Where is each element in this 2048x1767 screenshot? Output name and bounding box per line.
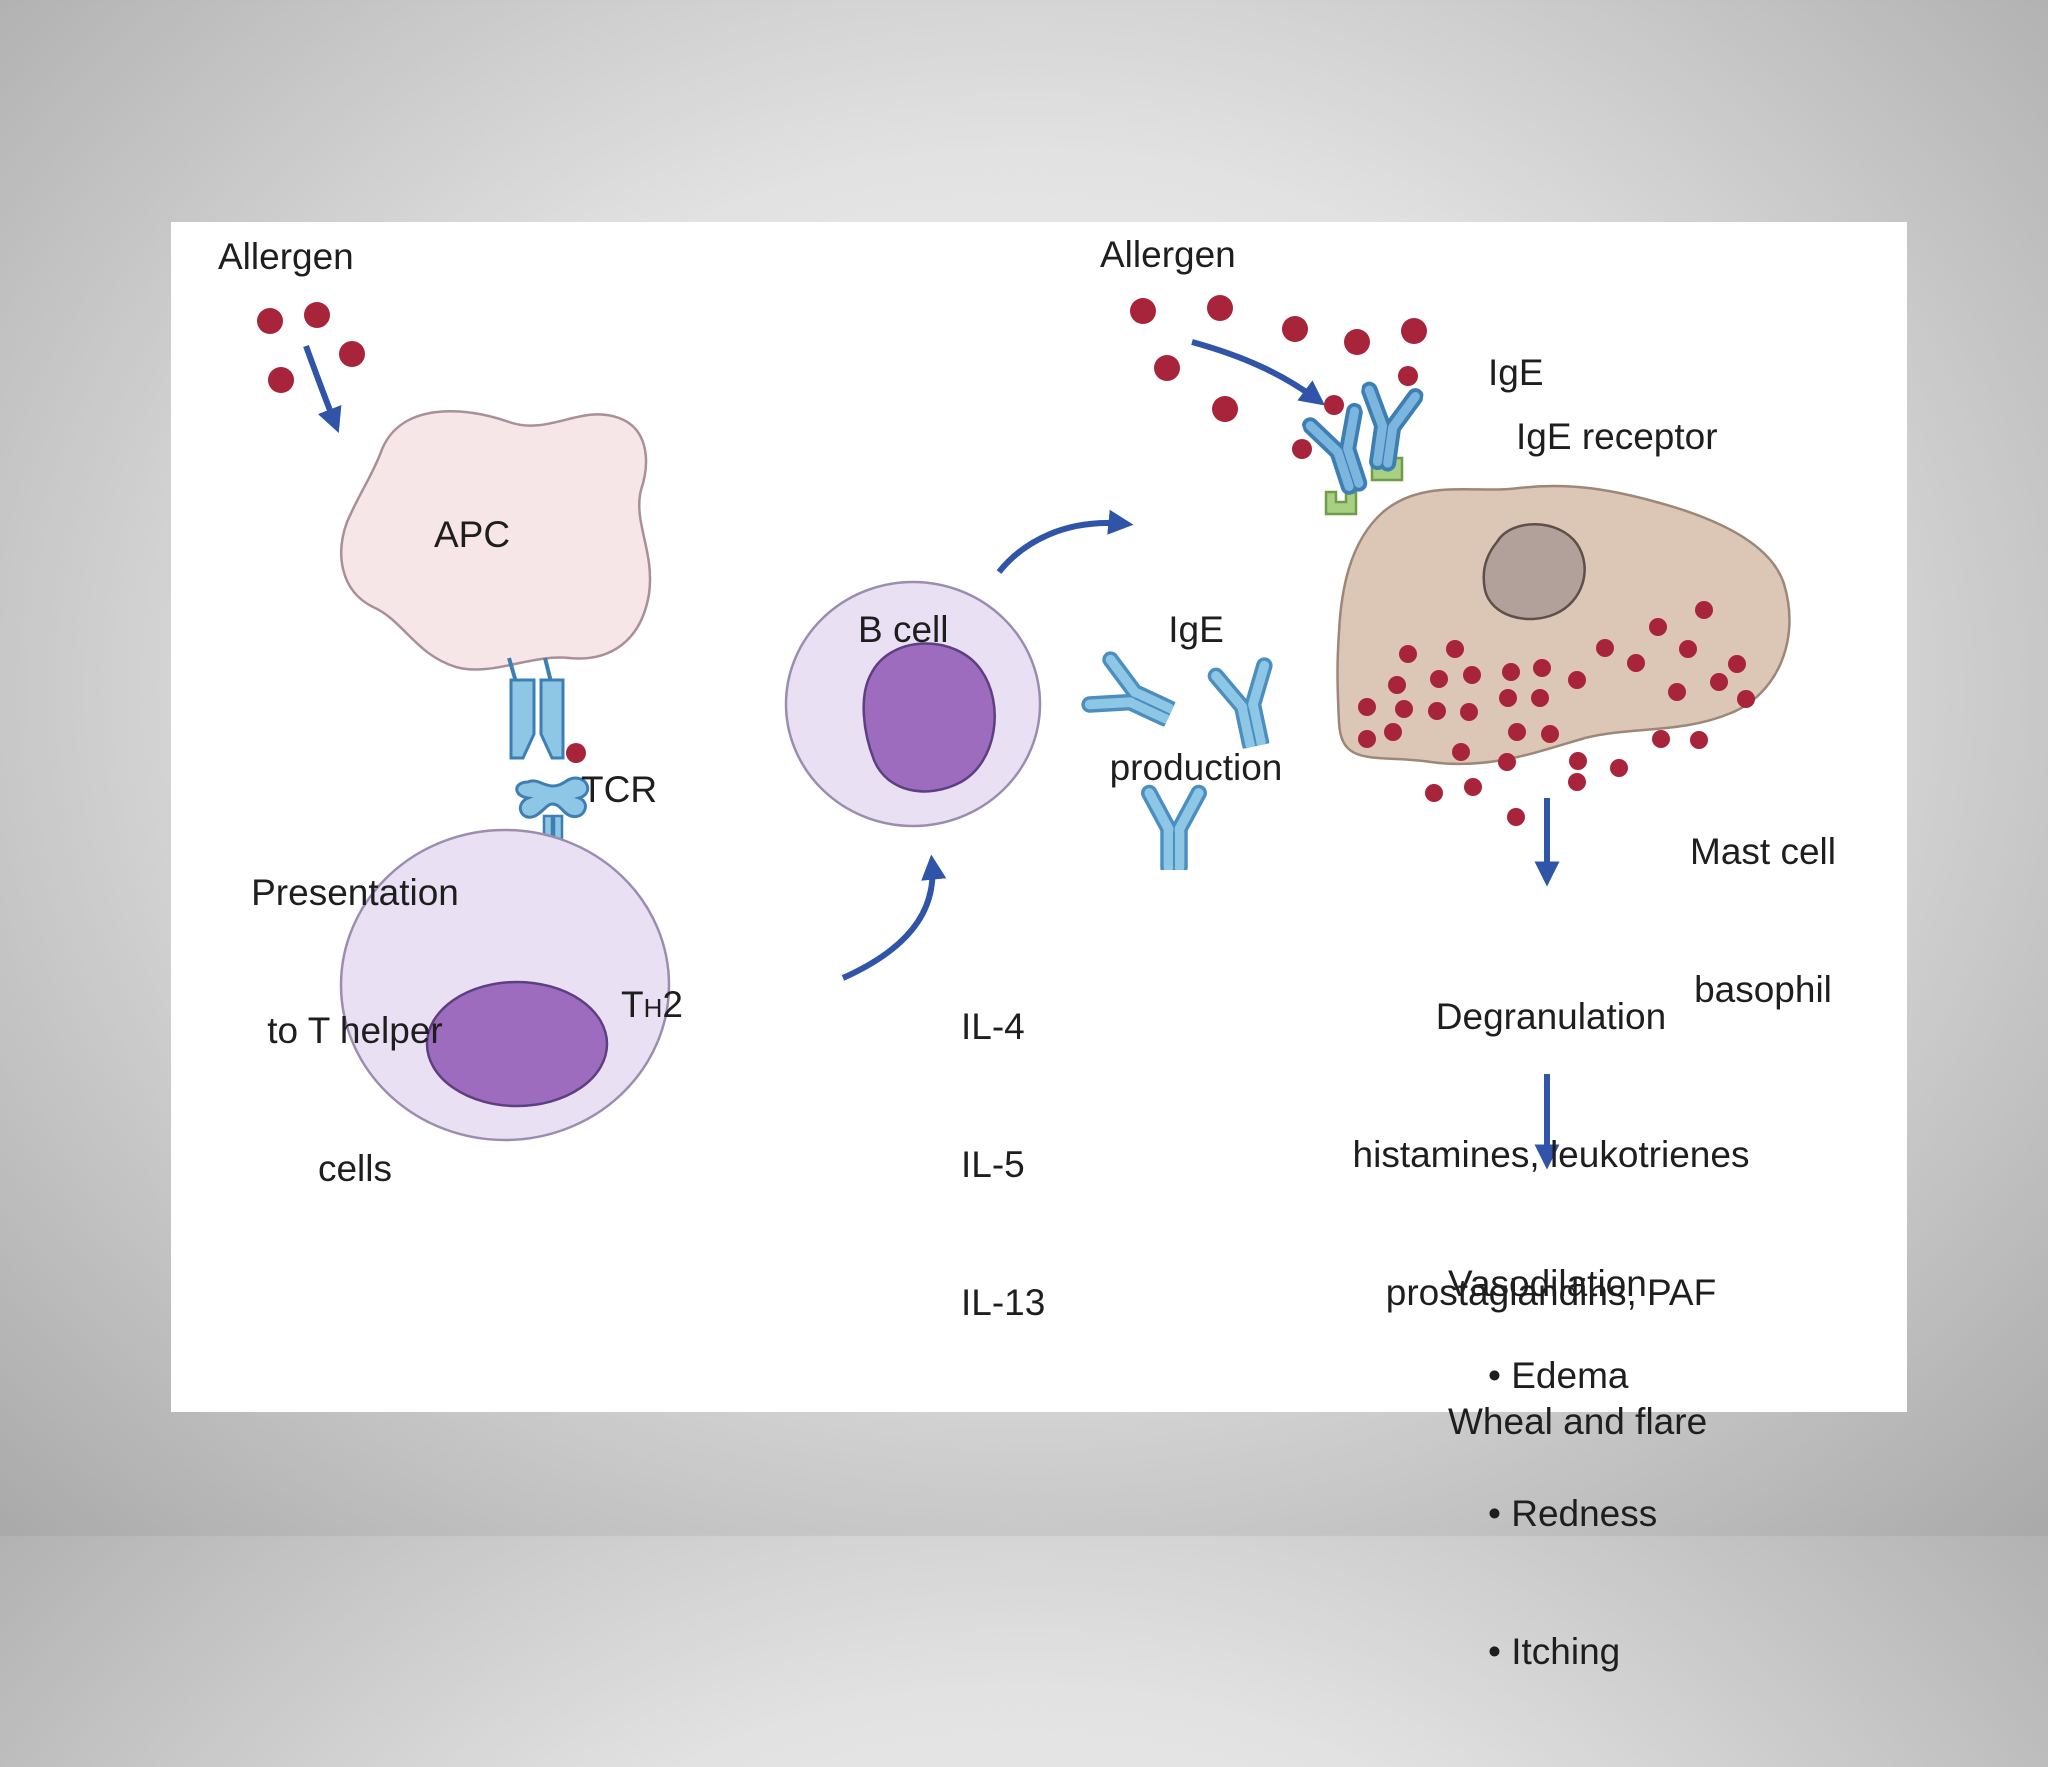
mast-cell-label: Mast cell basophil [1679, 737, 1847, 1105]
allergen-particles-right [1130, 295, 1427, 422]
bound-ige-antibody-2 [1360, 390, 1416, 466]
allergen-particles-left [257, 302, 365, 393]
allergen-label-left: Allergen [218, 236, 354, 277]
th2-subscript: H [643, 993, 663, 1023]
degranulation-label: Degranulation histamines, leukotrienes p… [1321, 902, 1781, 1408]
mast-cell-granules [1358, 601, 1755, 748]
mast-cell [1336, 484, 1791, 766]
th2-label: TH2 [621, 982, 683, 1031]
mast-cell-line-1: Mast cell [1690, 831, 1836, 872]
effect-bullet-redness: • Redness [1488, 1493, 1658, 1534]
degranulation-line-2: histamines, leukotrienes [1352, 1134, 1750, 1175]
allergy-pathway-diagram [257, 295, 1791, 1170]
th2-nucleus [425, 980, 609, 1108]
b-cell-label: B cell [858, 609, 949, 650]
b-cell-nucleus [862, 642, 996, 793]
interleukin-1: IL-4 [961, 1006, 1025, 1047]
presentation-line-1: Presentation [251, 872, 459, 913]
effect-1: Vasodilation [1448, 1263, 1647, 1304]
bcell-to-ige-arrow [996, 509, 1134, 574]
th2-to-bcell-arrow [841, 854, 947, 981]
interleukin-3: IL-13 [961, 1282, 1046, 1323]
effect-2: Wheal and flare [1448, 1401, 1708, 1442]
ige-label: IgE [1488, 352, 1544, 393]
mast-cell-nucleus [1482, 523, 1586, 621]
mast-cell-line-2: basophil [1694, 969, 1832, 1010]
presentation-line-3: cells [317, 1148, 393, 1189]
degranulation-line-1: Degranulation [1435, 996, 1667, 1037]
diagram-panel: Allergen APC Presentation to T helper ce… [171, 222, 1907, 1672]
released-granules [1425, 730, 1708, 826]
effect-bullet-edema: • Edema [1488, 1355, 1629, 1396]
allergen-to-ige-arrow [1191, 339, 1326, 406]
interleukin-list: IL-4 IL-5 IL-13 [961, 912, 1045, 1418]
ige-production-line-1: IgE [1168, 609, 1224, 650]
effect-bullet-list: • Edema • Redness • Itching [1488, 1261, 1657, 1767]
bound-ige-antibody-1 [1310, 411, 1376, 492]
th2-main: T [621, 984, 644, 1025]
effects-label: Vasodilation Wheal and flare [1448, 1169, 1707, 1537]
th2-suffix: 2 [662, 984, 683, 1025]
allergen-label-right: Allergen [1100, 234, 1236, 275]
allergen-to-apc-arrow [303, 344, 342, 434]
tcr-label: TCR [581, 769, 658, 810]
ige-production-label: IgE production [1089, 515, 1303, 883]
presentation-label: Presentation to T helper cells [227, 778, 483, 1284]
ige-receptor-label: IgE receptor [1516, 416, 1718, 457]
degranulation-line-3: prostaglandins, PAF [1385, 1272, 1717, 1313]
effect-bullet-itching: • Itching [1488, 1631, 1621, 1672]
mhc-tcr-complex [507, 657, 590, 852]
apc-cell [340, 410, 652, 671]
bound-allergens [1292, 366, 1418, 459]
presentation-line-2: to T helper [267, 1010, 443, 1051]
ige-production-line-2: production [1109, 747, 1283, 788]
apc-label: APC [434, 514, 511, 555]
interleukin-2: IL-5 [961, 1144, 1025, 1185]
